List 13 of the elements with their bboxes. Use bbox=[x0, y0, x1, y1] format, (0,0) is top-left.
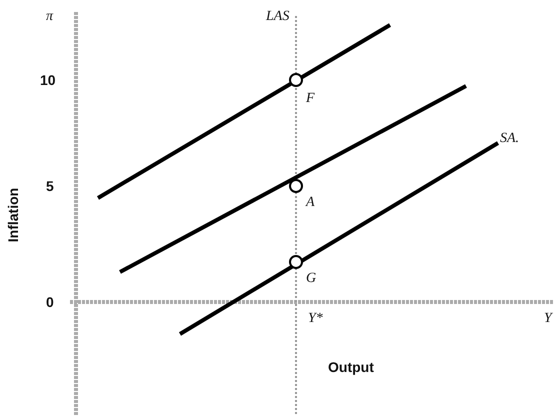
curve-label: LAS bbox=[266, 10, 290, 24]
point-label: A bbox=[306, 196, 315, 210]
axis-title: Output bbox=[328, 360, 374, 374]
curve-label: SA. bbox=[500, 132, 520, 146]
tick-label: 10 bbox=[40, 73, 56, 87]
tick-label: 5 bbox=[46, 179, 54, 193]
axis-symbol: π bbox=[46, 10, 54, 24]
tick-label: 0 bbox=[46, 295, 54, 309]
axis-title: Inflation bbox=[6, 188, 20, 242]
point-label: F bbox=[306, 92, 315, 106]
point-label: G bbox=[306, 272, 316, 286]
axis-symbol: Y bbox=[544, 312, 552, 326]
marker-label: Y* bbox=[308, 312, 323, 326]
